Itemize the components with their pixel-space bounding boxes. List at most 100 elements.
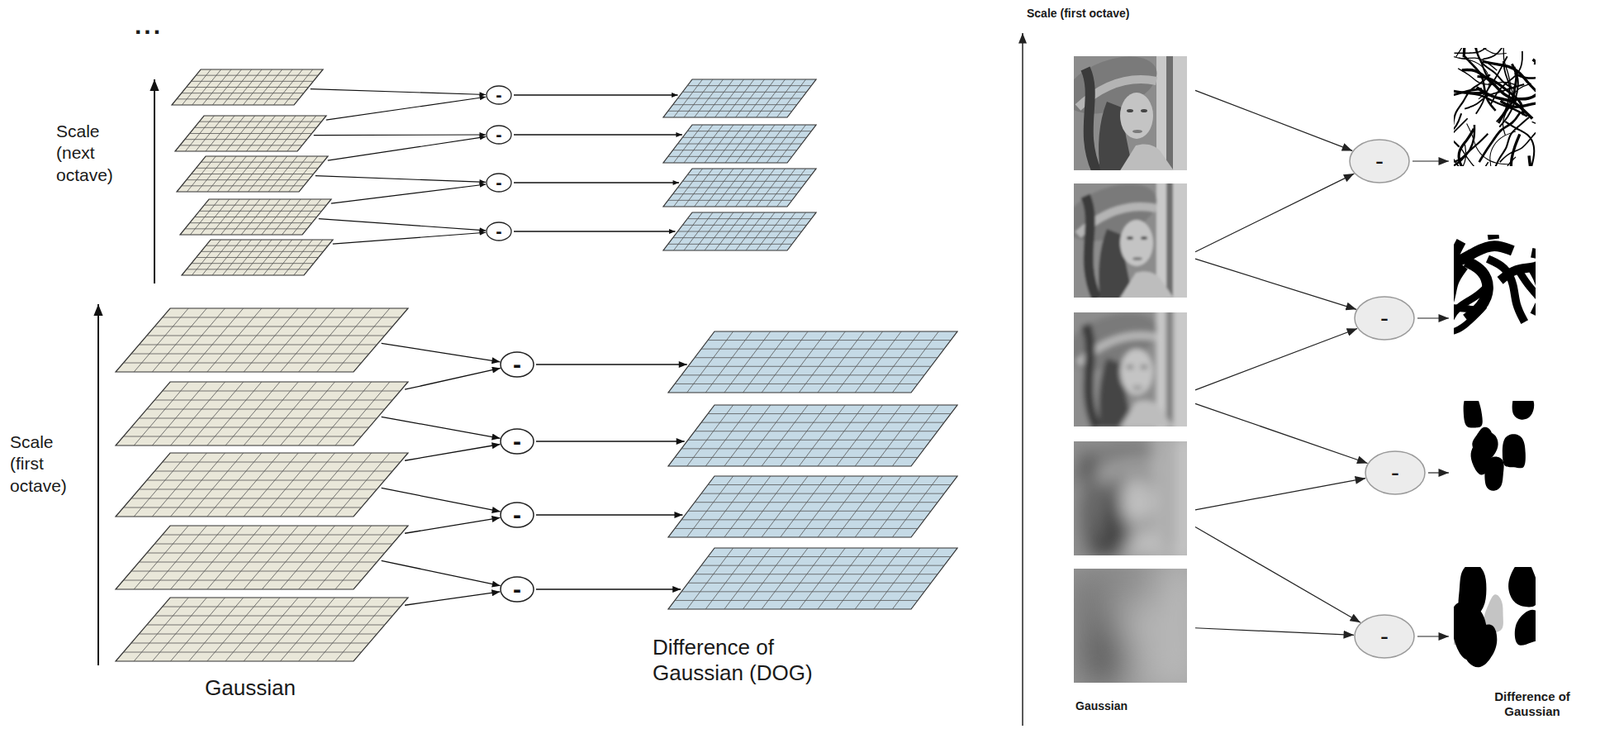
gaussian-layer-gridline <box>317 308 372 372</box>
photo-content <box>1073 568 1187 683</box>
photo-blurred <box>1073 312 1187 427</box>
gaussian-layer-gridline <box>123 362 361 364</box>
gaussian-layer-face <box>115 308 409 372</box>
photo-eye <box>1140 621 1148 625</box>
column-label: Difference of Gaussian (DOG) <box>652 634 855 686</box>
dog-layer <box>663 168 817 207</box>
gaussian-layer-gridline <box>186 86 309 88</box>
gaussian-layer-gridline <box>243 525 299 589</box>
gaussian-layer <box>176 156 328 192</box>
dog-layer-gridline <box>682 91 807 93</box>
minus-operator: - <box>485 85 513 105</box>
dog-layer-face <box>663 168 817 207</box>
dog-blob <box>1514 609 1536 646</box>
dog-layer-gridline <box>687 475 734 537</box>
dog-layer-gridline <box>701 348 945 350</box>
dog-layer-gridline <box>873 547 921 609</box>
dog-layer-gridline <box>761 475 808 537</box>
gaussian-layer <box>175 115 327 152</box>
dog-layer-gridline <box>694 573 938 575</box>
dog-edge <box>1453 305 1485 340</box>
operator-symbol: - <box>512 351 522 377</box>
gaussian-layer-gridline <box>225 381 281 446</box>
input-arrow <box>381 342 501 361</box>
gaussian-layer-gridline <box>299 452 354 517</box>
dog-layer-gridline <box>687 331 734 393</box>
gaussian-layer-gridline <box>170 452 225 517</box>
input-arrow <box>1195 327 1358 390</box>
photo-content <box>1073 441 1187 556</box>
dog-edge <box>1532 105 1536 125</box>
dog-layer-face <box>663 124 817 163</box>
operator-ellipse <box>500 576 534 602</box>
output-arrow <box>536 363 688 366</box>
gaussian-image <box>1057 45 1196 179</box>
photo-lips <box>1132 129 1143 133</box>
input-arrow <box>1195 173 1354 252</box>
gaussian-layer-gridline <box>191 262 314 264</box>
operator-ellipse <box>1354 296 1415 340</box>
operator-ellipse <box>1365 451 1425 494</box>
gaussian-layer-gridline <box>280 525 335 589</box>
operator-ellipse <box>500 502 534 528</box>
photo-lips <box>1132 514 1143 518</box>
column-label: Difference of Gaussian <box>1474 688 1591 719</box>
gaussian-layer-gridline <box>225 597 281 661</box>
gaussian-layer-gridline <box>280 308 335 372</box>
dog-layer-gridline <box>701 493 945 494</box>
dog-content <box>1453 566 1536 667</box>
gaussian-layer-gridline <box>194 216 318 218</box>
dog-edge <box>1453 246 1513 267</box>
dog-layer-gridline <box>688 365 931 367</box>
dog-blob <box>1484 455 1504 490</box>
gaussian-layer-gridline <box>154 326 393 328</box>
operator-symbol: - <box>1380 623 1389 649</box>
gaussian-layer-gridline <box>189 308 244 372</box>
photo-blurred <box>1073 441 1187 556</box>
dog-layer-gridline <box>674 599 918 601</box>
gaussian-layer-gridline <box>162 390 401 392</box>
dog-layer <box>668 331 958 393</box>
gaussian-layer-gridline <box>205 245 328 247</box>
gaussian-layer-gridline <box>186 179 309 181</box>
dog-edge <box>1487 258 1525 323</box>
gaussian-layer-gridline <box>133 525 189 589</box>
dog-edge <box>1533 308 1536 336</box>
dog-layer-gridline <box>892 475 939 537</box>
dog-layer-gridline <box>681 447 925 449</box>
dog-layer-gridline <box>854 547 902 609</box>
dog-layer-gridline <box>668 110 793 112</box>
dog-edge <box>1453 131 1460 147</box>
input-arrow <box>1195 627 1354 636</box>
dog-edge <box>1467 123 1510 165</box>
input-arrow <box>381 560 501 585</box>
gaussian-layer-gridline <box>243 381 299 446</box>
dog-layer-gridline <box>707 484 951 485</box>
gaussian-layer-gridline <box>162 534 401 536</box>
gaussian-layer-gridline <box>131 353 370 355</box>
dog-layer <box>663 79 817 118</box>
dog-layer-gridline <box>836 404 884 466</box>
operator-ellipse <box>486 222 512 241</box>
input-arrow <box>327 136 487 161</box>
gaussian-layer-gridline <box>200 251 323 252</box>
dog-layer-gridline <box>705 475 752 537</box>
photo-mirror-edge <box>1166 56 1173 171</box>
input-arrow <box>381 416 501 438</box>
gaussian-layer-gridline <box>207 525 262 589</box>
dog-layer-gridline <box>694 430 938 432</box>
minus-operator: - <box>1353 613 1415 659</box>
dog-layer-gridline <box>682 137 807 138</box>
axis-label: Scale (first octave) <box>1026 6 1130 20</box>
output-arrow <box>536 588 681 590</box>
gaussian-layer-gridline <box>170 525 225 589</box>
photo-eye <box>1126 236 1134 240</box>
axis-label: Scale (first octave) <box>9 431 86 497</box>
gaussian-layer-face <box>115 452 409 517</box>
dog-layer-gridline <box>761 404 808 466</box>
dog-image <box>1446 558 1550 679</box>
gaussian-image <box>1057 301 1196 435</box>
photo-shoulder <box>1119 655 1175 683</box>
photo-mirror-edge <box>1166 441 1173 556</box>
output-arrow <box>1417 317 1449 319</box>
